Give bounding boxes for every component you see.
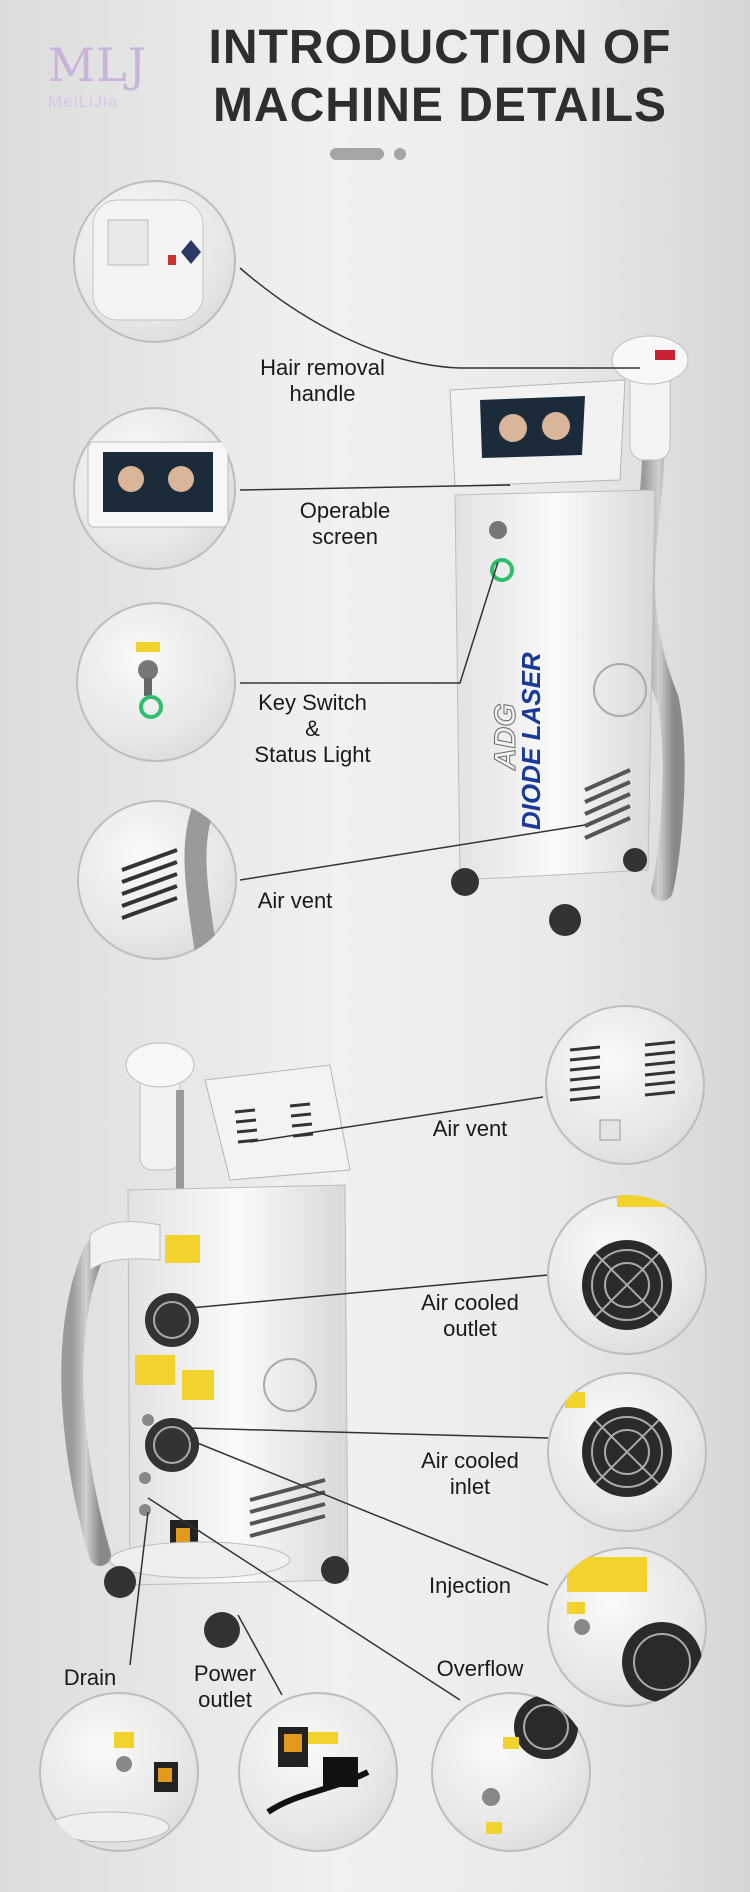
machine-front [449, 335, 689, 936]
page-indicator-active [330, 148, 384, 160]
label-overflow-text: Overflow [436, 1656, 524, 1681]
label-drain-text: Drain [63, 1665, 117, 1690]
label-air-vent-front: Air vent [245, 888, 345, 914]
overflow-closeup-illustration [482, 1695, 578, 1834]
detail-circle-power-outlet [238, 1692, 398, 1852]
label-power-outlet-line1: Power [193, 1661, 257, 1686]
label-hair-removal-handle: Hair removal handle [240, 355, 405, 407]
key-switch-closeup-illustration [136, 642, 163, 719]
air-cooled-inlet-closeup-illustration [565, 1392, 672, 1497]
label-air-vent-front-text: Air vent [257, 888, 333, 913]
machine-back [61, 1042, 351, 1648]
air-vent-front-closeup-illustration [121, 800, 218, 960]
callout-lines [129, 267, 640, 1701]
label-air-cooled-inlet: Air cooled inlet [410, 1448, 530, 1500]
label-power-outlet-line2: outlet [198, 1687, 252, 1712]
label-key-switch-line1: Key Switch [258, 690, 367, 715]
drain-closeup-illustration [48, 1732, 178, 1843]
label-injection: Injection [415, 1573, 525, 1599]
brand-logo: MLJ MeiLiJia [48, 42, 158, 112]
label-air-vent-back-text: Air vent [432, 1116, 508, 1141]
label-drain: Drain [55, 1665, 125, 1691]
label-injection-text: Injection [429, 1573, 511, 1598]
detail-circle-air-vent-front [77, 800, 237, 960]
page-title-line2: MACHINE DETAILS [212, 79, 668, 132]
injection-closeup-illustration [567, 1557, 702, 1702]
label-hair-removal-line2: handle [289, 381, 356, 406]
detail-circle-air-vent-back [545, 1005, 705, 1165]
label-operable-screen-line2: screen [311, 524, 379, 549]
brand-name: MeiLiJia [48, 92, 119, 111]
label-air-cooled-outlet: Air cooled outlet [410, 1290, 530, 1342]
handle-closeup-illustration [92, 199, 204, 321]
label-operable-screen-line1: Operable [299, 498, 391, 523]
label-air-cooled-inlet-line1: Air cooled [421, 1448, 519, 1473]
detail-circle-air-cooled-inlet [547, 1372, 707, 1532]
power-outlet-closeup-illustration [266, 1727, 370, 1815]
detail-circle-air-cooled-outlet [547, 1195, 707, 1355]
page-indicator-dot [394, 148, 406, 160]
label-air-vent-back: Air vent [420, 1116, 520, 1142]
machine-front-branding: ADG DIODE LASER [489, 652, 547, 830]
label-air-cooled-inlet-line2: inlet [449, 1474, 491, 1499]
label-air-cooled-outlet-line2: outlet [443, 1316, 497, 1341]
screen-closeup-illustration [87, 441, 229, 528]
air-cooled-outlet-closeup-illustration [582, 1195, 687, 1330]
label-power-outlet: Power outlet [185, 1661, 265, 1713]
label-overflow: Overflow [425, 1656, 535, 1682]
detail-circle-drain [39, 1692, 199, 1852]
machine-product-text: DIODE LASER [516, 652, 546, 830]
label-key-switch: Key Switch & Status Light [240, 690, 385, 768]
label-hair-removal-line1: Hair removal [260, 355, 385, 380]
label-air-cooled-outlet-line1: Air cooled [421, 1290, 519, 1315]
detail-circle-injection [547, 1547, 707, 1707]
label-key-switch-line2: & [305, 716, 320, 741]
detail-circle-key-switch [76, 602, 236, 762]
label-key-switch-line3: Status Light [254, 742, 371, 767]
page-title-line1: INTRODUCTION OF [208, 21, 672, 74]
detail-circle-overflow [431, 1692, 591, 1852]
brand-mark: MLJ [48, 38, 148, 92]
air-vent-back-closeup-illustration [569, 1040, 676, 1141]
machine-model-text: ADG [489, 703, 522, 771]
detail-circle-operable-screen [73, 407, 236, 570]
label-operable-screen: Operable screen [275, 498, 415, 550]
detail-circle-hair-removal-handle [73, 180, 236, 343]
